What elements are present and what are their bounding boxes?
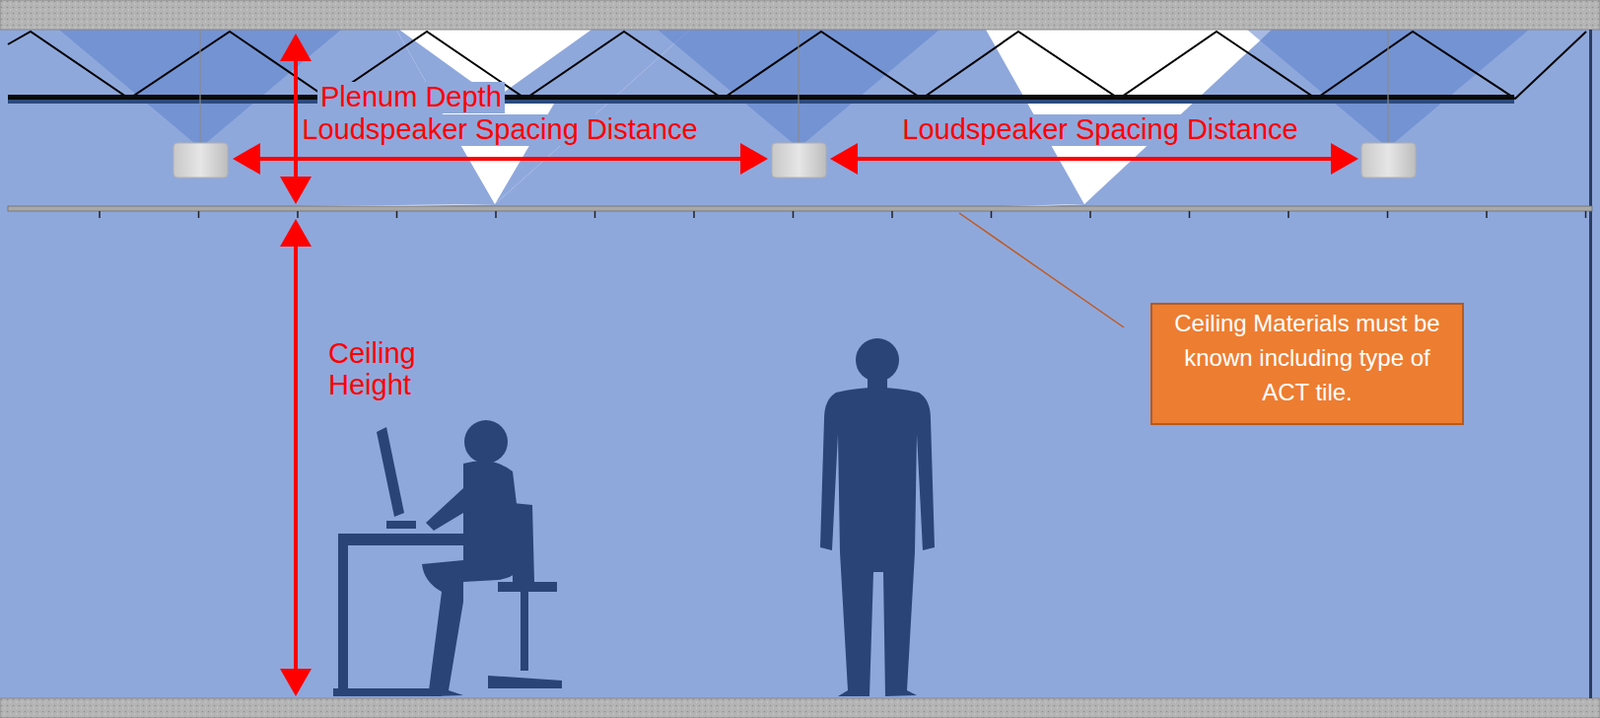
beam	[7, 94, 1515, 100]
loudspeaker	[173, 142, 1416, 178]
floor-slab	[0, 697, 1600, 718]
standing-person	[820, 338, 935, 696]
joist	[7, 31, 1587, 99]
wall-edge	[1589, 29, 1593, 698]
ceiling-grid	[7, 206, 1593, 211]
callout-text: Ceiling Materials must be known includin…	[1162, 306, 1453, 410]
coverage	[7, 29, 1593, 209]
grid-tee	[99, 210, 1587, 218]
plenum	[7, 29, 1593, 209]
dimension-label: Ceiling Height	[328, 338, 447, 402]
beam	[7, 99, 1515, 104]
callout-box: Ceiling Materials must be known includin…	[1150, 302, 1464, 425]
roof-slab	[0, 0, 1600, 30]
speaker-cones	[59, 29, 1530, 148]
seated-person	[333, 419, 562, 696]
dimension-label: Loudspeaker Spacing Distance	[899, 114, 1301, 146]
dimension-label: Loudspeaker Spacing Distance	[298, 114, 700, 146]
leader-line	[959, 212, 1124, 328]
dimension-label: Plenum Depth	[317, 81, 505, 114]
